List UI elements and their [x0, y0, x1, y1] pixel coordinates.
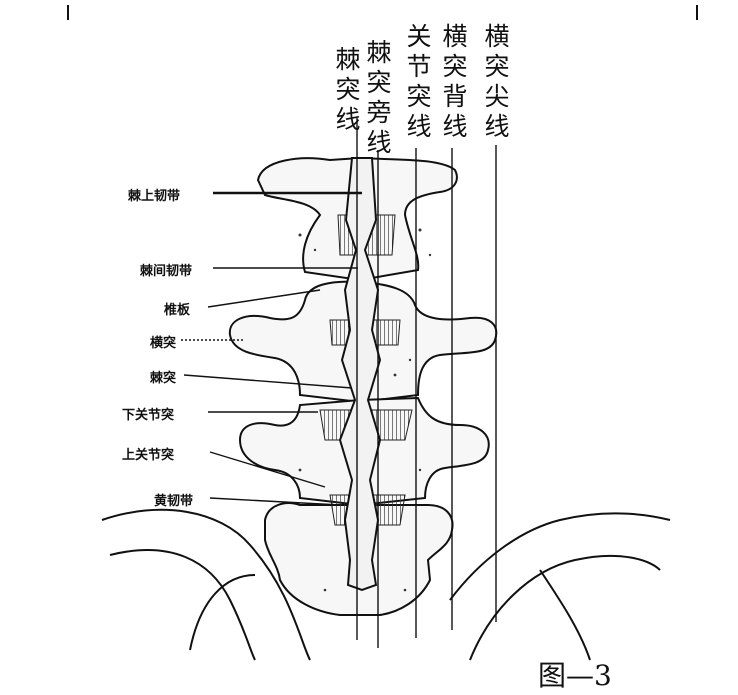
label-transverse-dorsal-line: 横突背线 — [442, 22, 468, 141]
leader-lines — [181, 191, 362, 506]
label-spinous-process: 棘突 — [150, 371, 177, 386]
label-parasinous-line: 棘突旁线 — [366, 38, 392, 157]
sketch-marks — [298, 228, 432, 592]
leader-spinous — [183, 374, 353, 389]
spinous-column — [338, 157, 382, 592]
label-lamina: 椎板 — [164, 303, 191, 318]
label-ligamentum-flavum: 黄韧带 — [154, 494, 194, 509]
leader-ligamentum-flavum — [209, 497, 341, 506]
leader-superior-facet — [209, 451, 326, 488]
label-interspinous-ligament: 棘间韧带 — [140, 264, 193, 279]
label-spinous-line: 棘突线 — [335, 45, 361, 134]
reference-lines — [356, 118, 497, 648]
figure-caption: 图—3 — [538, 659, 612, 692]
label-transverse-process: 横突 — [150, 336, 177, 351]
label-transverse-tip-line: 横突尖线 — [484, 22, 510, 141]
label-supraspinous-ligament: 棘上韧带 — [128, 189, 181, 204]
leader-lamina — [207, 289, 321, 308]
label-inferior-articular-process: 下关节突 — [122, 408, 175, 423]
pelvis-outline — [101, 508, 671, 661]
label-superior-articular-process: 上关节突 — [122, 448, 175, 463]
label-facet-line: 关节突线 — [406, 22, 432, 141]
